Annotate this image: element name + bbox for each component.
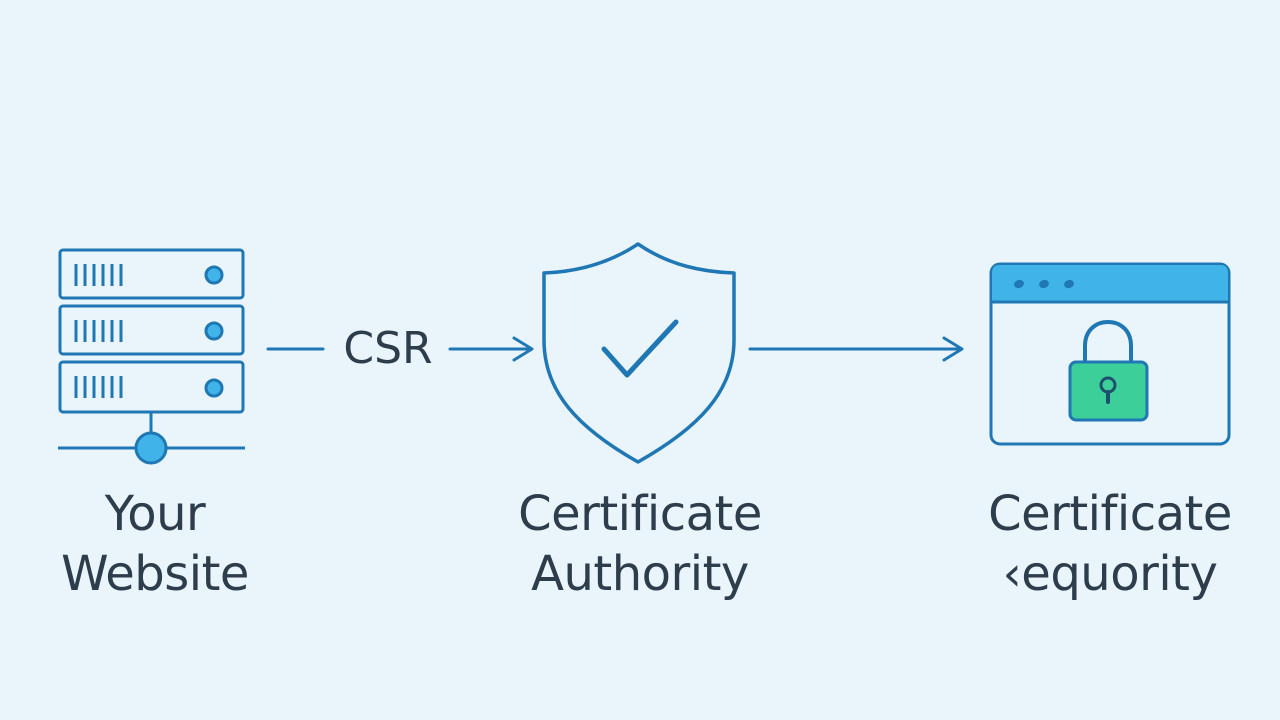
edge-csr-arrow xyxy=(266,336,534,362)
node-label-line: Website xyxy=(61,546,249,602)
lock-icon xyxy=(1068,319,1149,422)
edge-label-csr: CSR xyxy=(343,323,433,374)
node-label-certificate: Certificate ‹equority xyxy=(960,484,1260,604)
edge-issue-arrow xyxy=(748,336,964,362)
node-label-line: Authority xyxy=(531,546,749,602)
node-label-your-website: Your Website xyxy=(40,484,270,604)
server-icon xyxy=(58,248,245,465)
node-label-line: Certificate xyxy=(518,486,762,542)
node-label-line: Your xyxy=(104,486,206,542)
node-label-certificate-authority: Certificate Authority xyxy=(480,484,800,604)
browser-lock-icon xyxy=(989,262,1231,446)
node-label-line: ‹equority xyxy=(1002,546,1218,602)
shield-check-icon xyxy=(542,242,736,464)
node-label-line: Certificate xyxy=(988,486,1232,542)
